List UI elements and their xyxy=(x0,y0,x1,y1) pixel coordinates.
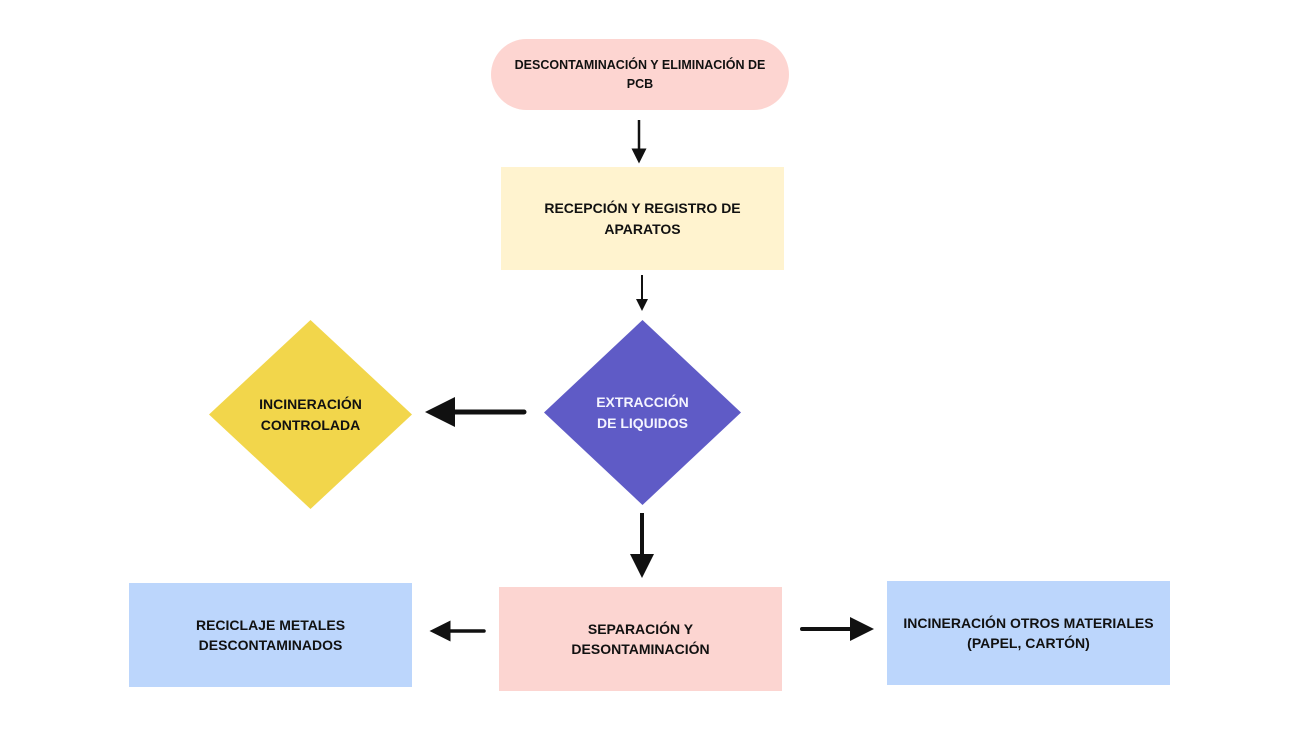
node-metal-recycling: RECICLAJE METALES DESCONTAMINADOS xyxy=(129,583,412,687)
node-label-line: EXTRACCIÓN xyxy=(596,393,689,410)
node-reception-registration: RECEPCIÓN Y REGISTRO DE APARATOS xyxy=(501,167,784,270)
diamond-shape xyxy=(209,320,412,509)
node-pcb-decontamination: DESCONTAMINACIÓN Y ELIMINACIÓN DE PCB xyxy=(491,39,789,110)
node-label-line: CONTROLADA xyxy=(260,416,361,433)
node-label-line: PCB xyxy=(626,76,654,91)
node-label-line: DESONTAMINACIÓN xyxy=(571,641,710,657)
node-label-line: (PAPEL, CARTÓN) xyxy=(967,635,1090,651)
node-label-line: APARATOS xyxy=(604,220,681,237)
node-label-line: RECEPCIÓN Y REGISTRO DE xyxy=(544,200,741,217)
node-label-line: DESCONTAMINADOS xyxy=(198,637,343,653)
node-label-line: INCINERACIÓN xyxy=(259,395,362,412)
node-other-materials-incineration: INCINERACIÓN OTROS MATERIALES (PAPEL, CA… xyxy=(887,581,1170,685)
node-label-line: INCINERACIÓN OTROS MATERIALES xyxy=(903,614,1154,631)
node-label-line: DE LIQUIDOS xyxy=(596,414,688,431)
node-controlled-incineration: INCINERACIÓN CONTROLADA xyxy=(209,320,412,509)
diamond-shape xyxy=(544,320,741,505)
node-label-line: SEPARACIÓN Y xyxy=(587,620,694,637)
node-label-line: RECICLAJE METALES xyxy=(195,616,346,633)
node-label-line: DESCONTAMINACIÓN Y ELIMINACIÓN DE xyxy=(514,58,766,73)
node-separation-decontamination: SEPARACIÓN Y DESONTAMINACIÓN xyxy=(499,587,782,691)
node-liquid-extraction: EXTRACCIÓN DE LIQUIDOS xyxy=(544,320,741,505)
